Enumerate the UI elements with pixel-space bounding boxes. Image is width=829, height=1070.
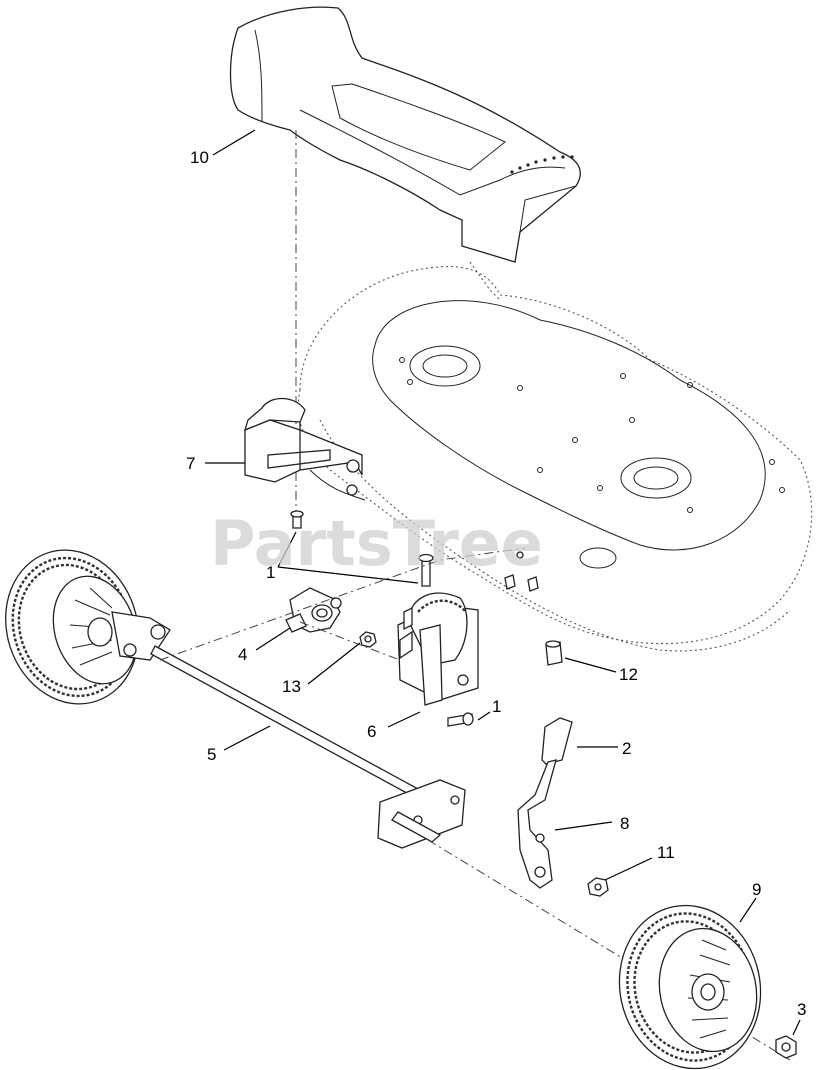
callout-1-lower: 1 <box>492 697 501 716</box>
part-1-screw-lower[interactable] <box>447 712 474 727</box>
part-5-axle[interactable] <box>150 645 466 849</box>
callout-8: 8 <box>620 814 629 833</box>
watermark: PartsTree <box>210 507 543 580</box>
alignment-line-axle <box>427 839 791 1061</box>
callout-1-upper: 1 <box>266 563 275 582</box>
callout-labels: 10 7 1 4 13 6 1 5 2 8 11 12 9 3 <box>186 148 806 1019</box>
callout-6: 6 <box>367 722 376 741</box>
callout-4: 4 <box>238 645 247 664</box>
part-1-screw-upper[interactable] <box>290 510 434 587</box>
part-8-height-lever[interactable] <box>517 759 557 889</box>
part-7-rear-bracket[interactable] <box>243 397 366 501</box>
part-3-wheel-nut[interactable] <box>775 1035 797 1059</box>
left-wheel[interactable] <box>0 533 158 722</box>
part-2-grip[interactable] <box>541 717 573 765</box>
callout-2: 2 <box>622 739 631 758</box>
callout-10: 10 <box>190 148 209 167</box>
part-10-handle-cover[interactable] <box>229 6 581 263</box>
callout-5: 5 <box>207 745 216 764</box>
deck-pins <box>504 551 539 592</box>
part-11-nut[interactable] <box>587 877 609 897</box>
part-9-right-wheel[interactable] <box>604 892 775 1070</box>
callout-11: 11 <box>657 843 675 862</box>
callout-9: 9 <box>752 880 761 899</box>
leader-lines <box>205 129 801 1036</box>
mower-deck-phantom <box>297 261 813 652</box>
handle-cover-dots <box>510 155 574 174</box>
callout-12: 12 <box>619 665 638 684</box>
callout-7: 7 <box>186 454 195 473</box>
part-4-pivot-holder[interactable] <box>285 587 342 633</box>
part-13-nut[interactable] <box>359 631 377 648</box>
alignment-line-adjuster <box>299 621 401 661</box>
part-6-height-adjuster[interactable] <box>397 592 479 706</box>
part-12-bolt[interactable] <box>545 640 563 666</box>
callout-13: 13 <box>282 677 301 696</box>
alignment-line-bracket <box>159 547 526 661</box>
callout-3: 3 <box>797 1000 806 1019</box>
